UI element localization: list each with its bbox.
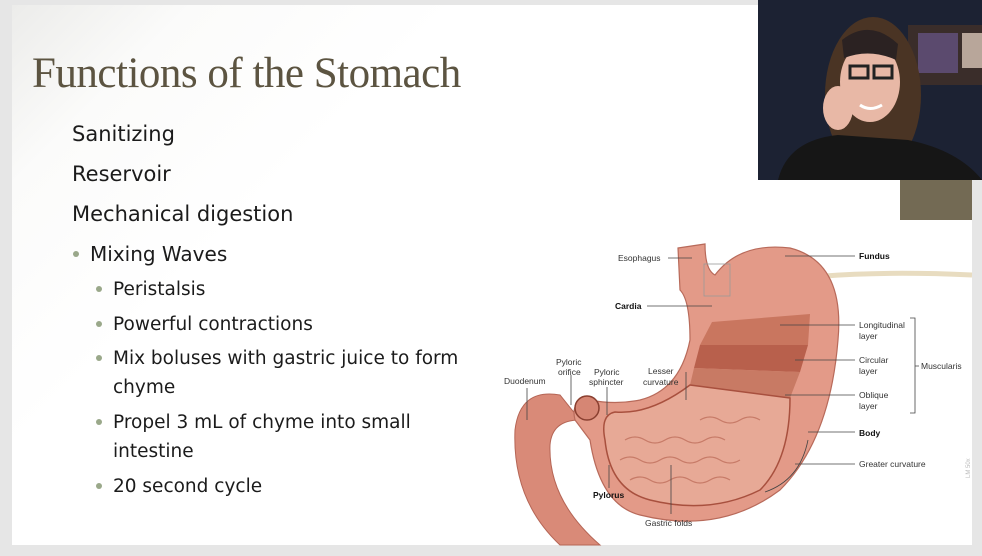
label-longitudinal-layer-2: layer <box>859 331 878 341</box>
bullet-powerful-contractions: Powerful contractions <box>113 314 313 335</box>
bullet-dot-icon <box>96 286 102 292</box>
label-pyloric-sphincter: Pyloric <box>594 367 620 377</box>
pyloric-sphincter-shape <box>574 395 600 421</box>
label-longitudinal-layer: Longitudinal <box>859 320 905 330</box>
slide-title: Functions of the Stomach <box>32 50 461 97</box>
duodenum-shape <box>514 393 602 546</box>
label-oblique-layer: Oblique <box>859 390 889 400</box>
label-fundus: Fundus <box>859 251 890 261</box>
label-pylorus: Pylorus <box>593 490 624 500</box>
label-gastric-folds: Gastric folds <box>645 518 692 528</box>
label-esophagus: Esophagus <box>618 253 661 263</box>
bullet-dot-icon <box>96 483 102 489</box>
label-pyloric-orifice: Pyloric <box>556 357 582 367</box>
circular-layer-shape <box>694 345 808 372</box>
label-greater-curvature: Greater curvature <box>859 459 926 469</box>
bullet-peristalsis: Peristalsis <box>113 279 206 300</box>
label-circular-layer: Circular <box>859 355 888 365</box>
bullet-dot-icon <box>96 355 102 361</box>
bullet-dot-icon <box>96 419 102 425</box>
label-pyloric-orifice-2: orifice <box>558 367 581 377</box>
accent-block <box>900 180 972 220</box>
gastric-mucosa <box>603 384 791 507</box>
label-oblique-layer-2: layer <box>859 401 878 411</box>
bullet-propel-chyme: Propel 3 mL of chyme into small intestin… <box>113 412 411 462</box>
label-lesser-curvature-2: curvature <box>643 377 679 387</box>
bullet-20-second-cycle: 20 second cycle <box>113 476 263 497</box>
presenter-webcam-video[interactable] <box>758 0 982 180</box>
bullet-sanitizing: Sanitizing <box>72 122 175 146</box>
oblique-layer-shape <box>690 368 800 398</box>
label-credit: LM 50x <box>966 458 972 478</box>
label-duodenum: Duodenum <box>504 376 546 386</box>
label-muscularis: Muscularis <box>921 361 962 371</box>
label-cardia: Cardia <box>615 301 642 311</box>
bullet-dot-icon <box>96 321 102 327</box>
label-pyloric-sphincter-2: sphincter <box>589 377 624 387</box>
bullet-dot-icon <box>73 251 79 257</box>
presenter-video-frame <box>758 0 982 180</box>
label-body: Body <box>859 428 881 438</box>
label-lesser-curvature: Lesser <box>648 366 674 376</box>
bullet-mechanical-digestion: Mechanical digestion <box>72 202 294 226</box>
label-circular-layer-2: layer <box>859 366 878 376</box>
gastric-folds-texture <box>619 416 761 484</box>
magnify-box <box>703 263 731 297</box>
bullet-reservoir: Reservoir <box>72 162 171 186</box>
bullet-mix-boluses: Mix boluses with gastric juice to form c… <box>113 348 459 398</box>
bullet-mixing-waves: Mixing Waves <box>90 242 228 266</box>
longitudinal-layer-shape <box>700 314 810 345</box>
